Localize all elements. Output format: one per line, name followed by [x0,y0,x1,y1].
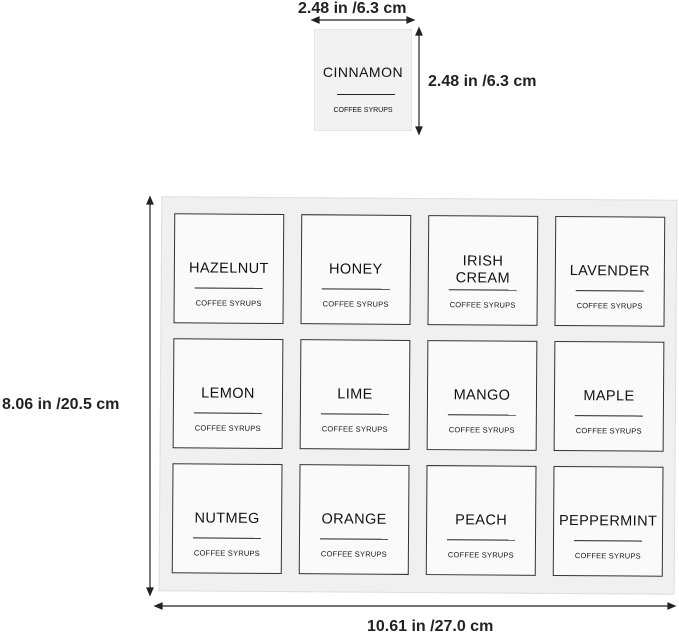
label-rule [194,287,263,289]
label-subtitle: COFFEE SYRUPS [449,300,516,310]
sample-label-subtitle: COFFEE SYRUPS [333,107,393,114]
label-hazelnut: HAZELNUT COFFEE SYRUPS [173,213,285,325]
label-name: ORANGE [321,510,387,528]
label-name: LEMON [201,384,255,402]
label-rule [446,539,515,541]
label-maple: MAPLE COFFEE SYRUPS [553,340,665,452]
label-rule [448,289,517,291]
sample-label: CINNAMON COFFEE SYRUPS [315,30,411,130]
label-subtitle: COFFEE SYRUPS [448,425,515,435]
label-peach: PEACH COFFEE SYRUPS [425,465,537,576]
label-rule [320,413,389,415]
label-rule [573,540,642,542]
label-subtitle: COFFEE SYRUPS [320,549,387,559]
label-name: LAVENDER [569,262,651,280]
sample-label-rule [337,94,395,95]
label-subtitle: COFFEE SYRUPS [193,548,260,558]
label-name: MAPLE [583,387,635,405]
label-rule [575,290,644,292]
label-name: MANGO [453,386,511,404]
sheet-width-label: 10.61 in /27.0 cm [367,618,494,635]
label-rule [193,412,262,414]
label-honey: HONEY COFFEE SYRUPS [300,214,412,325]
sample-width-label: 2.48 in /6.3 cm [298,0,407,17]
arrow-head [415,26,423,36]
label-orange: ORANGE COFFEE SYRUPS [298,464,410,575]
label-sheet: HAZELNUT COFFEE SYRUPS HONEY COFFEE SYRUPS… [158,196,678,595]
label-subtitle: COFFEE SYRUPS [321,424,388,434]
label-subtitle: COFFEE SYRUPS [194,423,261,433]
label-subtitle: COFFEE SYRUPS [574,551,641,561]
arrow-head [310,16,320,24]
label-lemon: LEMON COFFEE SYRUPS [172,338,284,450]
label-rule [321,288,390,290]
label-subtitle: COFFEE SYRUPS [195,298,262,308]
label-mango: MANGO COFFEE SYRUPS [426,340,538,451]
label-rule [192,537,262,539]
label-rule [447,414,516,416]
label-name: PEACH [455,511,508,529]
label-name: NUTMEG [194,509,260,527]
arrow-head [146,587,154,597]
sample-height-label: 2.48 in /6.3 cm [428,73,537,90]
arrow-head [415,126,423,136]
label-name: HONEY [329,260,383,278]
sheet-height-label: 8.06 in /20.5 cm [2,396,120,413]
label-nutmeg: NUTMEG COFFEE SYRUPS [171,463,283,575]
label-lime: LIME COFFEE SYRUPS [299,339,411,450]
arrow-head [153,602,163,610]
label-rule [319,538,388,540]
label-subtitle: COFFEE SYRUPS [576,301,643,311]
label-irish-cream: IRISH CREAM COFFEE SYRUPS [427,215,539,326]
sample-label-name: CINNAMON [322,64,404,80]
label-subtitle: COFFEE SYRUPS [575,426,642,436]
arrow-head [406,16,416,24]
label-subtitle: COFFEE SYRUPS [322,299,389,309]
label-peppermint: PEPPERMINT COFFEE SYRUPS [552,465,664,577]
arrow-head [146,195,154,205]
label-name: LIME [337,385,373,403]
label-grid: HAZELNUT COFFEE SYRUPS HONEY COFFEE SYRUPS… [171,213,666,577]
arrow-head [667,602,677,610]
label-name: IRISH CREAM [455,253,511,287]
label-rule [574,415,643,417]
label-lavender: LAVENDER COFFEE SYRUPS [554,215,666,327]
label-subtitle: COFFEE SYRUPS [447,550,514,560]
label-name: PEPPERMINT [558,512,658,530]
label-name: HAZELNUT [188,259,269,277]
